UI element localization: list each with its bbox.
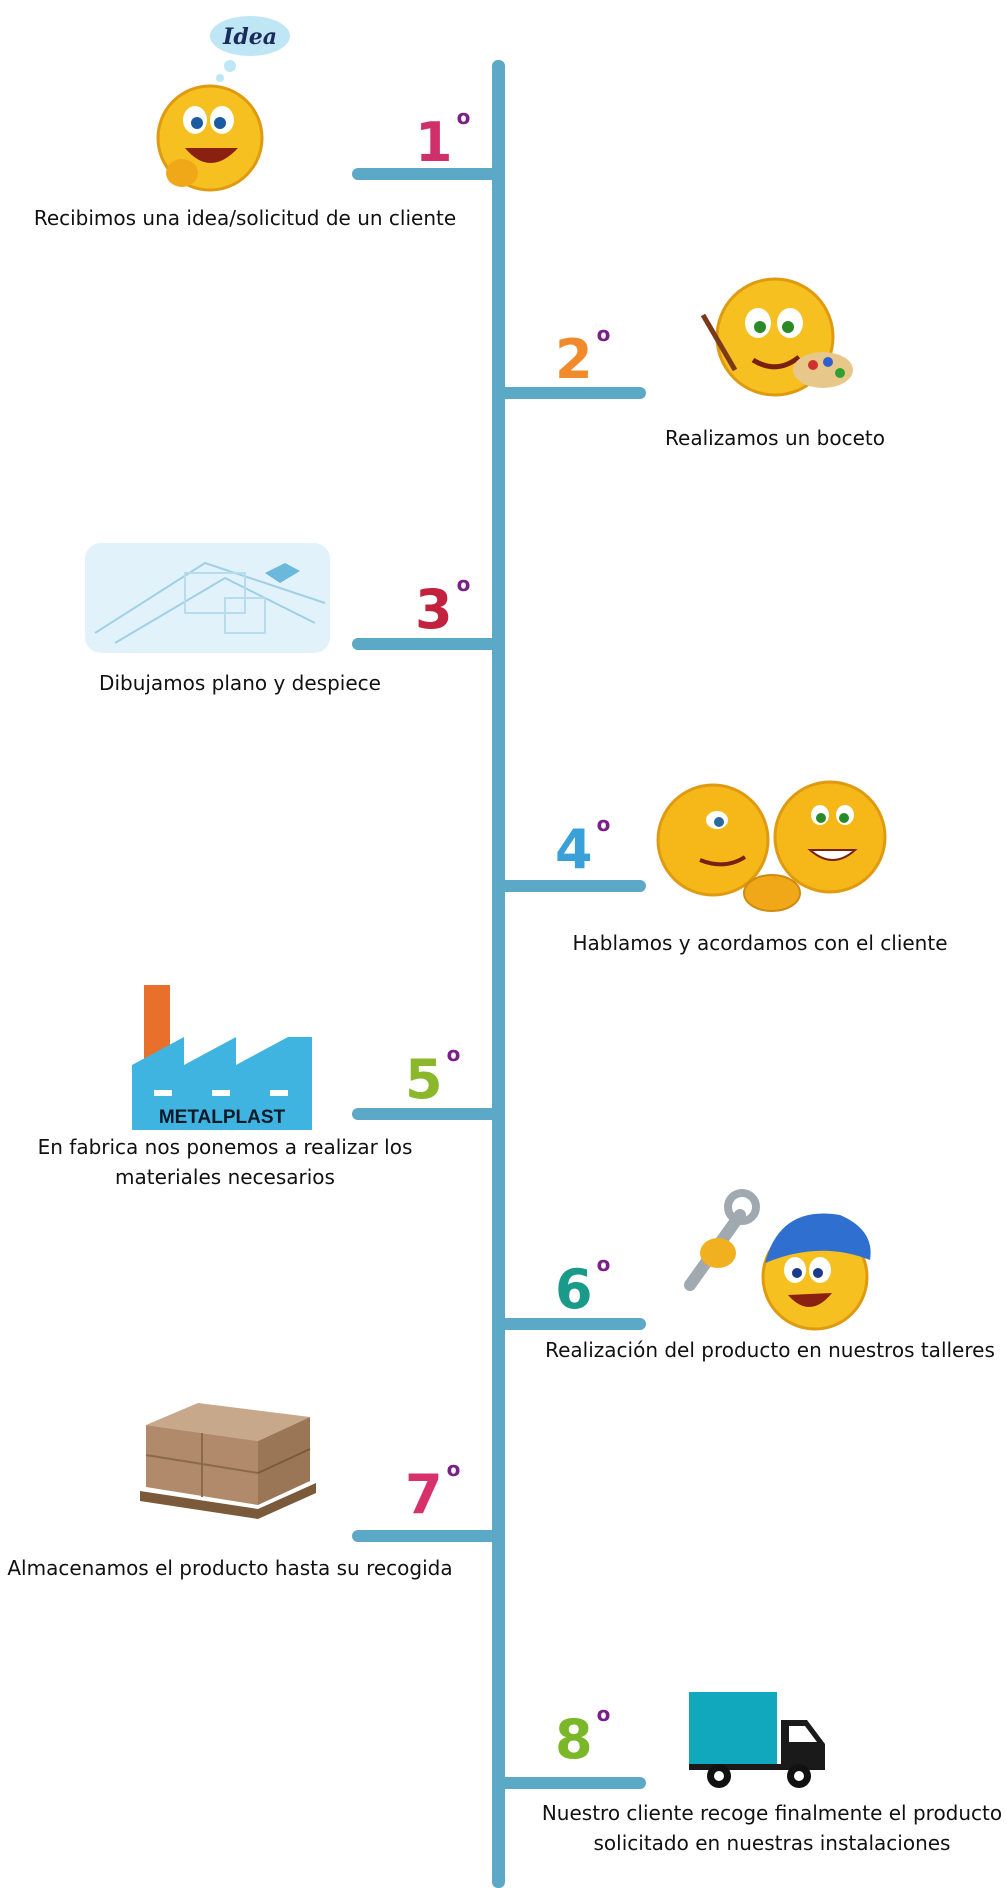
blueprint-icon [85, 543, 330, 653]
painter-emoji-icon [700, 277, 853, 397]
step-label-5: En fabrica nos ponemos a realizar los ma… [37, 1135, 413, 1189]
step-label-2: Realizamos un boceto [665, 426, 885, 450]
timeline-branch-3 [352, 638, 500, 650]
timeline-branch-2 [498, 387, 646, 399]
timeline-spine [492, 60, 505, 1888]
truck-icon [689, 1692, 825, 1788]
step-label-1: Recibimos una idea/solicitud de un clien… [33, 206, 457, 230]
timeline-branch-5 [352, 1108, 500, 1120]
idea-bubble-text: Idea [222, 24, 277, 50]
step-label-6: Realización del producto en nuestros tal… [545, 1338, 995, 1362]
timeline-branch-6 [498, 1318, 646, 1330]
worker-emoji-icon [684, 1189, 871, 1331]
timeline-branch-1 [352, 168, 500, 180]
pallet-boxes-icon [140, 1403, 316, 1519]
step-label-7: Almacenamos el producto hasta su recogid… [7, 1556, 453, 1580]
step-label-8: Nuestro cliente recoge finalmente el pro… [541, 1801, 1003, 1855]
timeline-branch-7 [352, 1530, 500, 1542]
timeline-branch-4 [498, 880, 646, 892]
step-label-4: Hablamos y acordamos con el cliente [572, 931, 948, 955]
step-label-3: Dibujamos plano y despiece [99, 671, 381, 695]
factory-icon: METALPLAST [132, 985, 312, 1130]
factory-sign: METALPLAST [159, 1107, 286, 1128]
handshake-emoji-icon [656, 780, 887, 912]
timeline-branch-8 [498, 1777, 646, 1789]
thinking-emoji-icon: Idea [156, 16, 290, 192]
